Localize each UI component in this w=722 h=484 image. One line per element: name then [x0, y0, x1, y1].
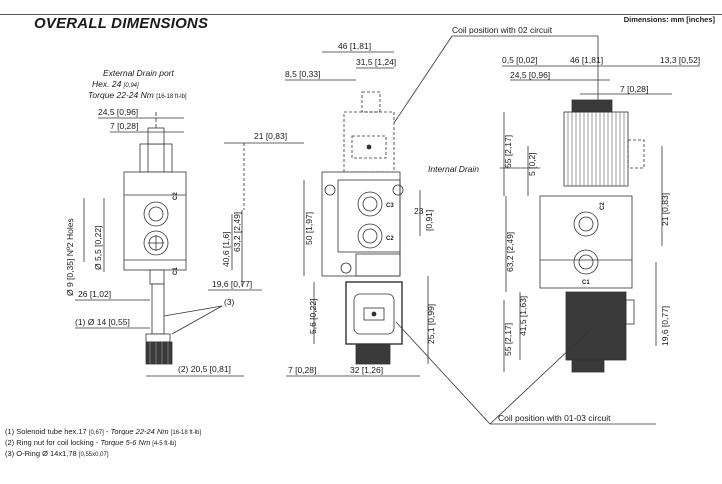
mid-dim-7: 7 [0,28]	[288, 365, 316, 375]
right-dim-0-5: 0,5 [0,02]	[502, 55, 537, 65]
page-title: OVERALL DIMENSIONS	[34, 15, 209, 32]
right-port-c1: C1	[582, 280, 590, 286]
right-dim-24-5: 24,5 [0,96]	[510, 70, 550, 80]
right-dim-46: 46 [1,81]	[570, 55, 603, 65]
svg-text:Torque 22-24 Nm [16-18 f: Torque 22-24 Nm [16-18 ft-lb]	[88, 90, 187, 100]
mid-port-c3: C3	[386, 203, 394, 209]
mid-dim-32: 32 [1,26]	[350, 365, 383, 375]
drain-port-line1: External Drain port	[103, 68, 175, 78]
left-dim-14: (1) Ø 14 [0,55]	[75, 317, 130, 327]
callout-coil-02: Coil position with 02 circuit	[452, 25, 553, 35]
right-coil-bottom	[565, 291, 627, 361]
left-port-c1: C1	[173, 267, 179, 275]
left-dim-21: 21 [0,83]	[254, 131, 287, 141]
mid-dim-8-5: 8,5 [0,33]	[285, 69, 320, 79]
ring-nut	[145, 341, 173, 365]
callout-coil-01-03: Coil position with 01-03 circuit	[498, 413, 611, 423]
right-dim-55-top: 55 [2,17]	[503, 135, 513, 168]
right-view: 0,5 [0,02] 46 [1,81] 13,3 [0,52] 24,5 [0…	[395, 55, 700, 425]
left-view: External Drain port Hex. 24 [0,94] Torqu…	[65, 68, 304, 377]
right-dim-7: 7 [0,28]	[620, 84, 648, 94]
left-port-c2: C2	[173, 192, 179, 200]
mid-port-c2: C2	[386, 236, 394, 242]
middle-view: Coil position with 02 circuit 46 [1,81] …	[285, 25, 599, 377]
svg-text:Hex. 24 [0,94]: Hex. 24 [0,94]	[92, 79, 139, 89]
right-valve-body	[539, 195, 633, 289]
drain-port-line2: Hex. 24	[92, 79, 122, 89]
left-dim-63-2: 63,2 [2,49]	[232, 212, 242, 252]
left-dim-19-6: 19,6 [0,77]	[212, 279, 252, 289]
mid-dim-46: 46 [1,81]	[338, 41, 371, 51]
note-2: (2) Ring nut for coil locking - Torque 5…	[5, 438, 176, 447]
left-dim-7: 7 [0,28]	[110, 121, 138, 131]
drain-port-line3-note: [16-18 ft-lb]	[156, 94, 187, 100]
drain-port-line2-note: [0,94]	[123, 83, 139, 89]
right-dim-13-3: 13,3 [0,52]	[660, 55, 700, 65]
mid-dim-31-5: 31,5 [1,24]	[356, 57, 396, 67]
mid-dim-5-6: 5,6 [0,22]	[308, 299, 318, 334]
mid-dim-23b: [0,91]	[424, 210, 434, 231]
notes-block: (1) Solenoid tube hex.17 [0,67] - Torque…	[5, 427, 201, 460]
left-dim-9-holes: Ø 9 [0,35] Nº2 Holes	[65, 218, 75, 296]
left-dim-24-5: 24,5 [0,96]	[98, 107, 138, 117]
mid-dim-23a: 23	[414, 206, 424, 216]
right-dim-5: 5 [0,2]	[527, 152, 537, 176]
right-dim-55-bot: 55 [2,17]	[503, 323, 513, 356]
drain-port-line3: Torque 22-24 Nm	[88, 90, 154, 100]
mid-dim-50: 50 [1,97]	[304, 212, 314, 245]
note-3: (3) O-Ring Ø 14x1,78 [0,55x0,07]	[5, 449, 109, 458]
note-1: (1) Solenoid tube hex.17 [0,67] - Torque…	[5, 427, 202, 436]
title-rule	[0, 14, 722, 15]
left-dim-40-6: 40,6 [1,6]	[221, 232, 231, 267]
right-dim-41-5: 41,5 [1,63]	[518, 296, 528, 336]
right-port-c2: C2	[600, 202, 606, 210]
left-dim-5-5: Ø 5,5 [0,22]	[93, 226, 103, 270]
units-label: Dimensions: mm [inches]	[623, 15, 715, 24]
mid-coil-dashed	[343, 111, 395, 173]
callout-internal-drain: Internal Drain	[428, 164, 479, 174]
drain-fitting	[139, 143, 173, 173]
mid-dim-25-1: 25,1 [0,99]	[426, 304, 436, 344]
mid-valve-body	[321, 171, 401, 277]
left-dim-26: 26 [1,02]	[78, 289, 111, 299]
left-dim-20-5: (2) 20,5 [0,81]	[178, 364, 231, 374]
right-dim-63-2: 63,2 [2,49]	[505, 232, 515, 272]
left-mark-3: (3)	[224, 297, 235, 307]
right-dim-21: 21 [0,83]	[660, 193, 670, 226]
right-dim-19-6: 19,6 [0,77]	[660, 306, 670, 346]
